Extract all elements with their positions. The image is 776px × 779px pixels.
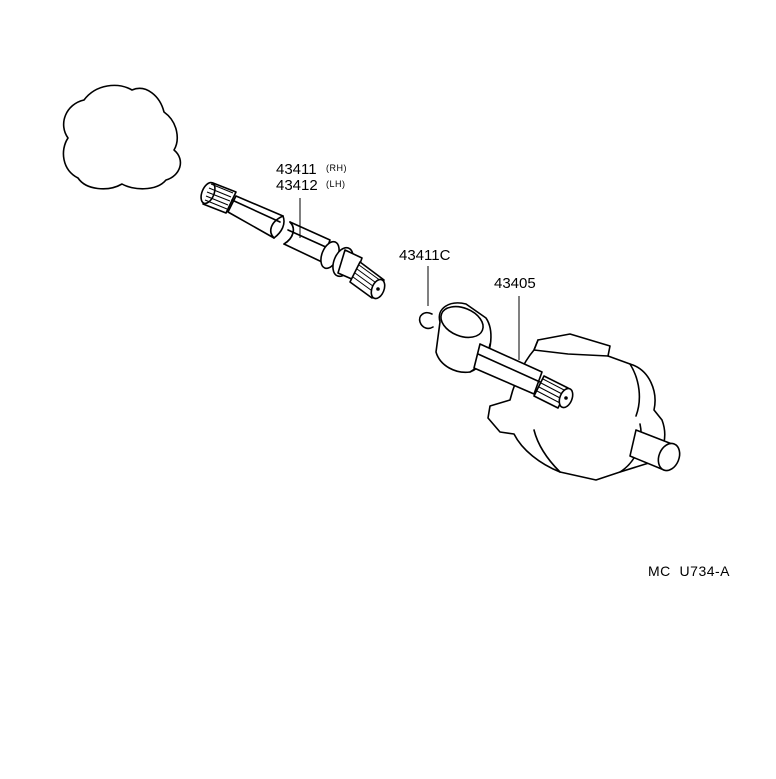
joint-assembly [435,302,681,481]
part-number-43411c: 43411C [399,247,451,264]
side-label-rh: (RH) [326,163,347,173]
snap-ring-shape [418,311,434,330]
part-number-43405: 43405 [494,275,536,292]
figure-code: MC U734-A [648,563,730,579]
part-number-43412: 43412 [276,177,318,194]
part-number-43411: 43411 [276,161,317,178]
cloud-shape [62,84,182,190]
side-label-lh: (LH) [326,179,346,189]
inboard-drive-shaft [200,181,386,300]
